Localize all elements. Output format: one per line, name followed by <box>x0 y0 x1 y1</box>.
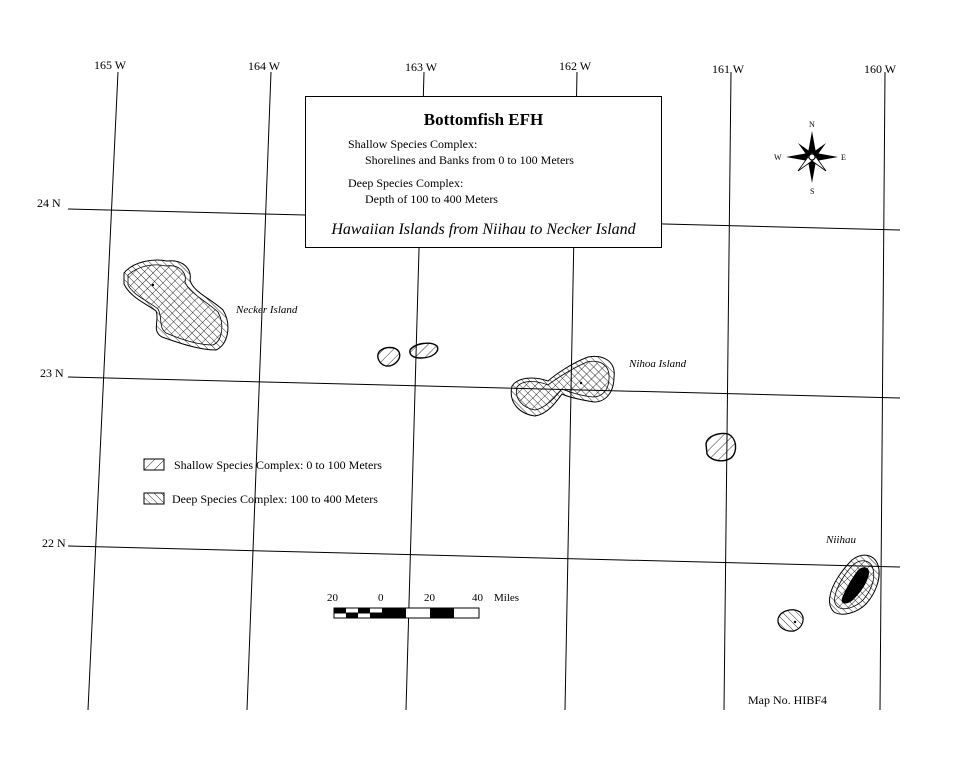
lon-label: 164 W <box>248 59 281 73</box>
scale-label: 40 <box>472 592 483 604</box>
small-bank-lehua-land <box>793 620 797 624</box>
legend-shallow-swatch <box>143 458 165 471</box>
map-number: Map No. HIBF4 <box>748 693 828 707</box>
small-bank-west <box>377 346 401 367</box>
lat-label: 22 N <box>42 536 66 550</box>
meridian-165w <box>87 71 119 711</box>
latitude-labels: 24 N 23 N 22 N <box>37 196 66 550</box>
meridian-160w <box>879 71 886 711</box>
compass-rose: N S E W <box>774 120 846 196</box>
necker-island <box>123 259 229 351</box>
niihau-island-label: Niihau <box>825 534 856 546</box>
compass-west-point <box>786 153 808 161</box>
compass-n-label: N <box>809 120 815 129</box>
compass-e-label: E <box>841 153 846 162</box>
nihoa-shallow-zone <box>516 360 610 411</box>
scale-unit: Miles <box>494 592 520 604</box>
legend-deep-label: Deep Species Complex: 100 to 400 Meters <box>172 492 378 506</box>
necker-shallow-zone <box>127 264 223 346</box>
scale-label: 0 <box>378 592 384 604</box>
longitude-labels: 165 W 164 W 163 W 162 W 161 W 160 W <box>94 58 897 76</box>
scale-bar-segment <box>334 608 346 613</box>
parallel-23n <box>67 376 901 399</box>
lon-label: 160 W <box>864 62 897 76</box>
shallow-heading: Shallow Species Complex: <box>348 137 478 151</box>
scale-bar-segment <box>370 613 382 618</box>
compass-s-label: S <box>810 187 814 196</box>
lon-label: 163 W <box>405 60 438 74</box>
shallow-description: Shorelines and Banks from 0 to 100 Meter… <box>365 153 574 167</box>
deep-heading: Deep Species Complex: <box>348 176 464 190</box>
small-bank-lehua <box>777 609 804 632</box>
map-subtitle: Hawaiian Islands from Niihau to Necker I… <box>331 221 636 238</box>
lat-label: 24 N <box>37 196 61 210</box>
meridian-161w <box>723 71 732 711</box>
scale-bar-segment <box>358 608 370 613</box>
necker-island-label: Necker Island <box>235 304 298 316</box>
scale-label: 20 <box>327 592 338 604</box>
niihau-land <box>841 567 870 604</box>
scale-bar-segment <box>382 608 406 618</box>
small-bank-east-zone <box>409 342 439 359</box>
compass-south-point <box>808 161 816 183</box>
legend-deep-swatch <box>143 492 165 505</box>
necker-land <box>151 283 155 287</box>
nihoa-island <box>510 355 615 417</box>
latitude-lines <box>67 208 901 568</box>
lon-label: 165 W <box>94 58 127 72</box>
meridian-164w <box>246 71 272 711</box>
deep-description: Depth of 100 to 400 Meters <box>365 192 498 206</box>
parallel-22n <box>67 545 901 568</box>
compass-ne-point <box>812 143 826 157</box>
legend-shallow-label: Shallow Species Complex: 0 to 100 Meters <box>174 458 382 472</box>
niihau-island <box>829 554 880 615</box>
lat-label: 23 N <box>40 366 64 380</box>
compass-w-label: W <box>774 153 782 162</box>
compass-nw-point <box>798 143 812 157</box>
map-title: Bottomfish EFH <box>423 110 544 129</box>
scale-bar <box>333 607 480 619</box>
compass-center <box>808 153 816 161</box>
lon-label: 162 W <box>559 59 592 73</box>
compass-east-point <box>816 153 838 161</box>
nihoa-island-label: Nihoa Island <box>628 358 687 370</box>
scale-bar-segment <box>430 608 454 618</box>
title-box: Bottomfish EFH Shallow Species Complex: … <box>305 96 662 248</box>
scale-bar-segment <box>346 613 358 618</box>
nihoa-land <box>579 381 583 385</box>
lon-label: 161 W <box>712 62 745 76</box>
small-bank-161w-zone <box>705 432 737 462</box>
small-bank-lehua-zone <box>777 609 804 632</box>
small-bank-161w <box>705 432 737 462</box>
small-bank-west-zone <box>377 346 401 367</box>
small-bank-east <box>409 342 439 359</box>
compass-north-point <box>808 131 816 153</box>
scale-label: 20 <box>424 592 435 604</box>
